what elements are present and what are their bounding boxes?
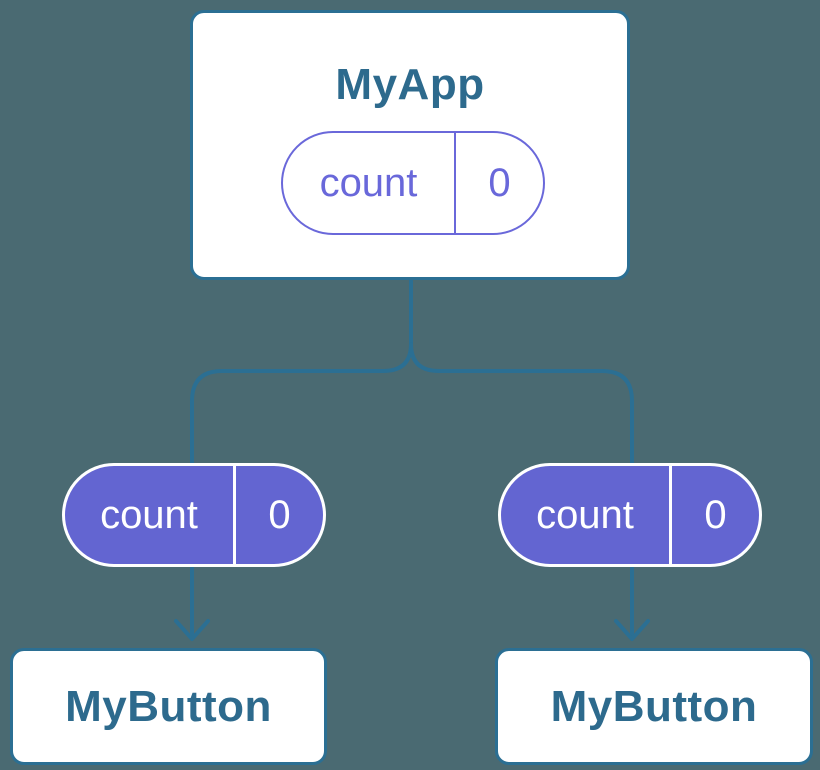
prop-pill-label: count bbox=[65, 466, 236, 564]
component-title: MyButton bbox=[65, 681, 272, 731]
connector-left-branch bbox=[190, 279, 413, 636]
prop-pill-right: count 0 bbox=[498, 463, 762, 567]
state-pill-value: 0 bbox=[488, 160, 511, 205]
prop-pill-value: 0 bbox=[704, 492, 727, 537]
connector-right-branch bbox=[409, 342, 634, 636]
component-title: MyApp bbox=[335, 60, 485, 109]
arrowhead-right-icon bbox=[614, 619, 650, 641]
arrowhead-left-icon bbox=[174, 619, 210, 641]
state-pill-label: count bbox=[283, 133, 456, 233]
prop-pill-value: 0 bbox=[268, 492, 291, 537]
prop-pill-label: count bbox=[501, 466, 672, 564]
component-card-myapp: MyApp count 0 bbox=[190, 10, 630, 280]
component-card-mybutton-left: MyButton bbox=[10, 648, 327, 765]
component-title: MyButton bbox=[550, 681, 758, 731]
component-card-mybutton-right: MyButton bbox=[495, 648, 813, 765]
prop-pill-left: count 0 bbox=[62, 463, 326, 567]
state-pill-myapp: count 0 bbox=[281, 131, 545, 235]
